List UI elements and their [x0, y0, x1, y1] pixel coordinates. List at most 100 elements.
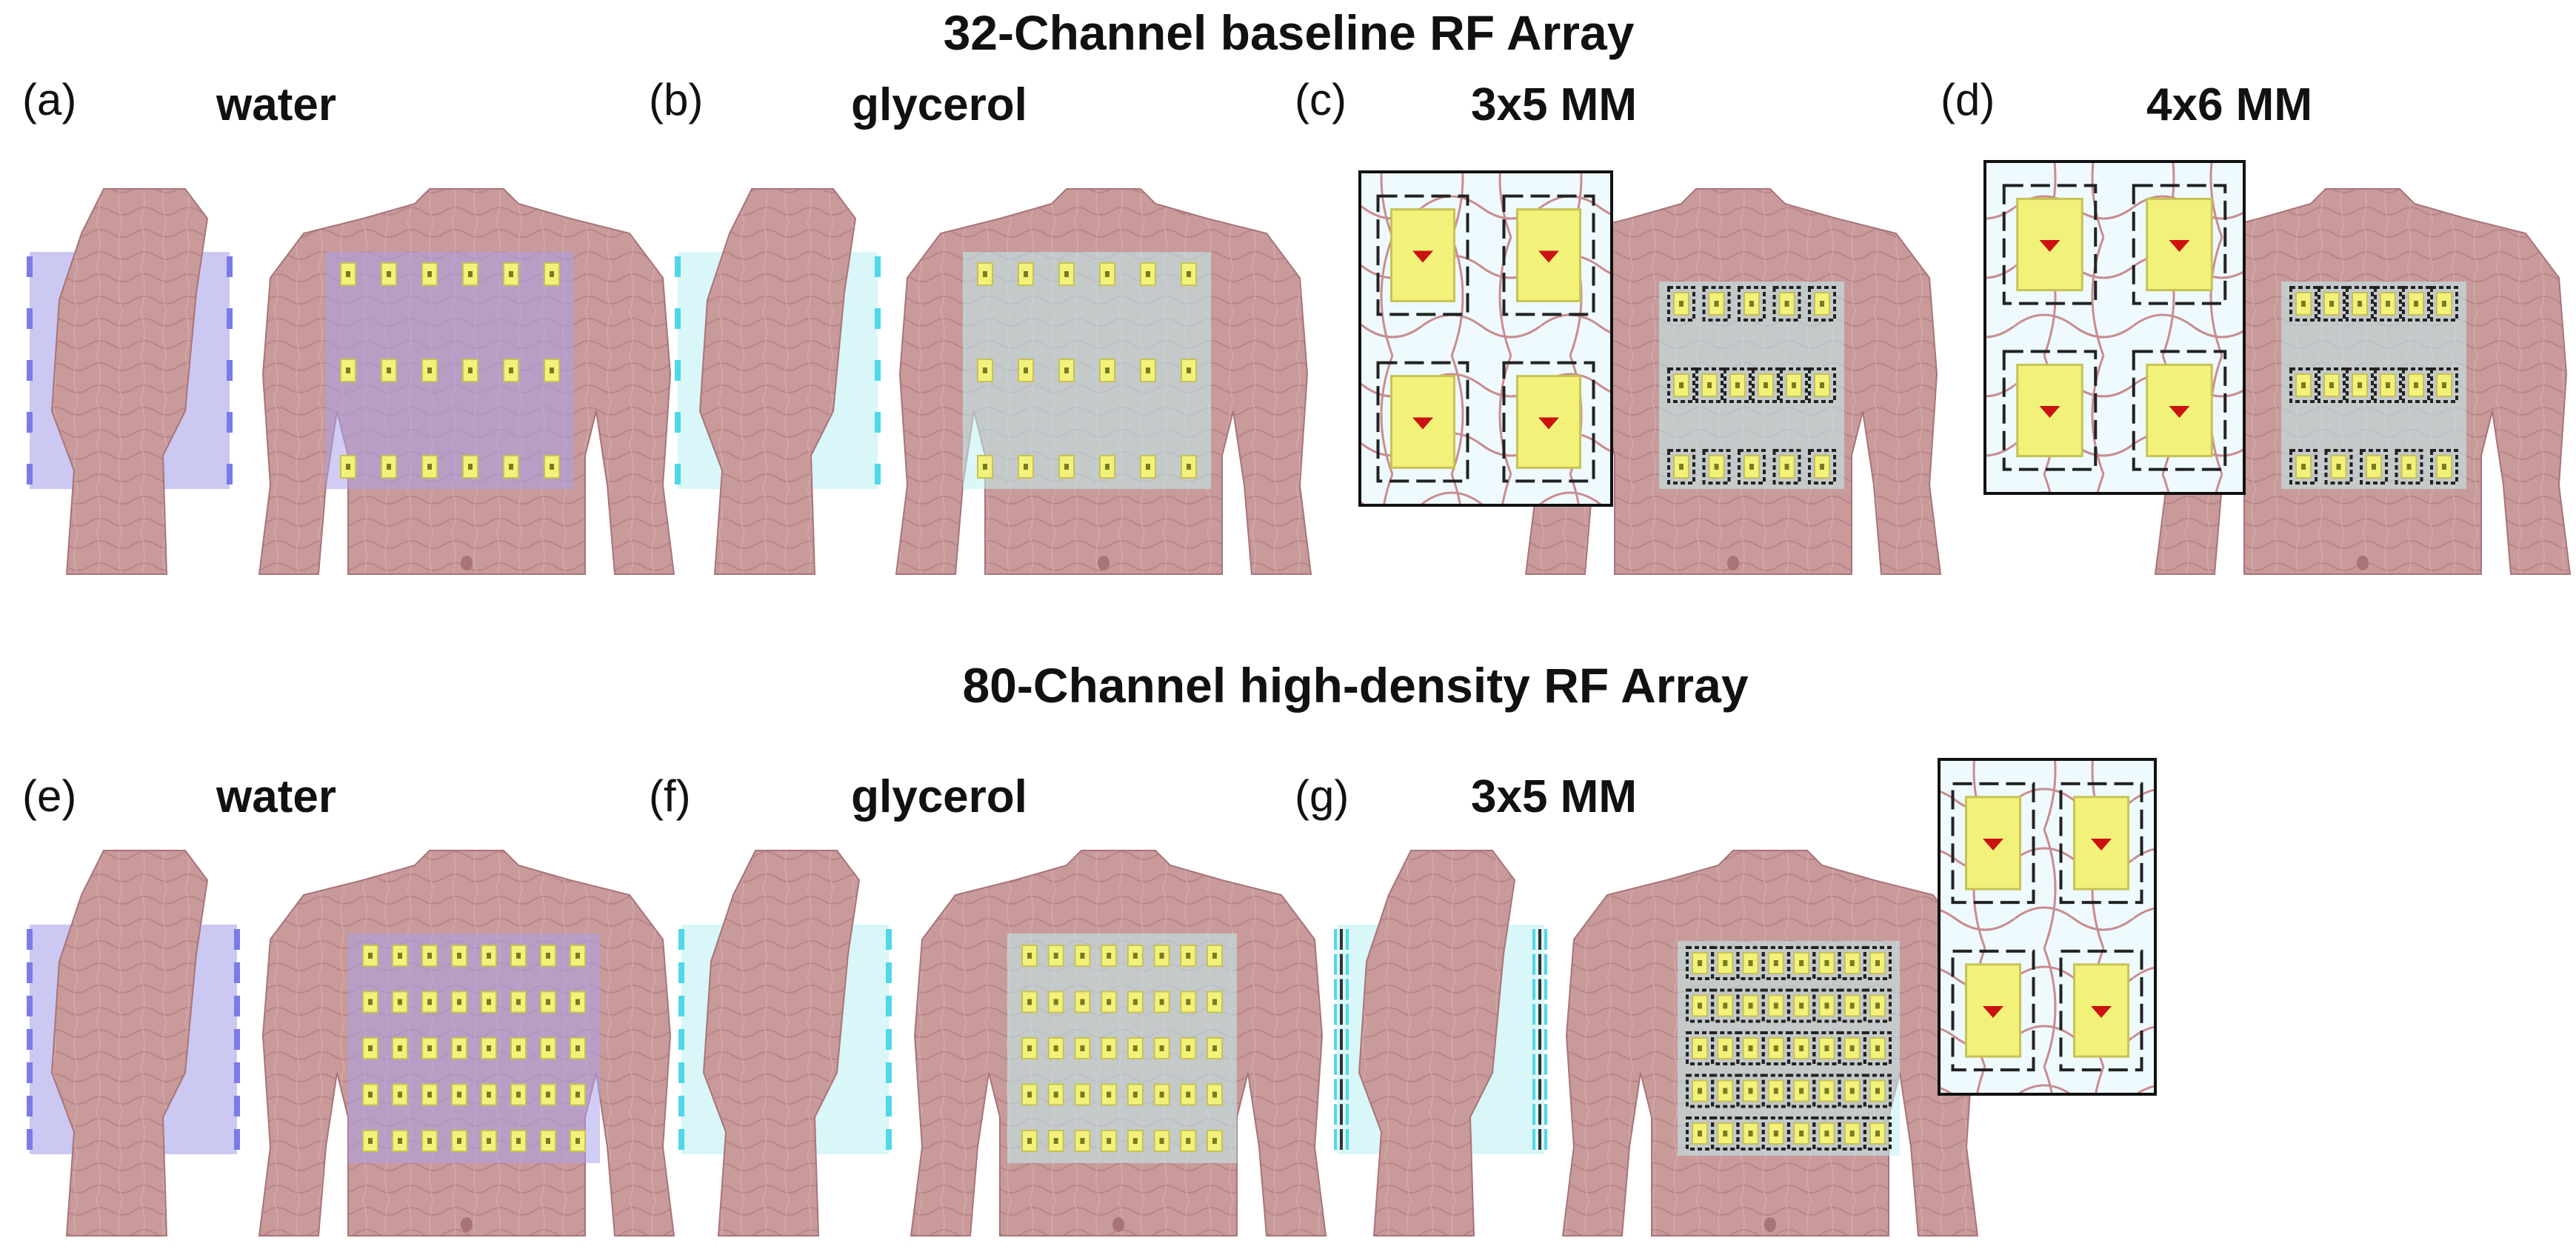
section-title-80ch: 80-Channel high-density RF Array [962, 658, 1749, 713]
front-array-e-pad [348, 933, 600, 1163]
front-array-e-coil-feed [487, 1045, 491, 1051]
side-array-f-element [678, 962, 684, 983]
front-array-a-pad [326, 252, 574, 489]
front-array-d-coil-feed [2442, 301, 2446, 307]
inset-c-ring [1502, 194, 1595, 316]
panel-label-c: (c) [1295, 75, 1347, 124]
panel-label-d: (d) [1941, 75, 1995, 124]
front-array-f-coil-feed [1159, 1138, 1164, 1144]
side-array-a-element [227, 360, 233, 381]
front-array-e-coil-feed [575, 953, 580, 959]
side-array-e-element [234, 1129, 240, 1150]
front-array-d-coil-feed [2358, 301, 2362, 307]
side-array-g-element [1532, 1029, 1535, 1050]
inset-d [1983, 160, 2246, 495]
front-array-g-coil-feed [1723, 1045, 1728, 1051]
side-array-g-element [1346, 979, 1349, 1000]
side-array-g-element [1544, 1079, 1547, 1100]
front-array-g-coil-feed [1698, 1002, 1702, 1009]
front-array-f-coil-feed [1107, 999, 1112, 1005]
front-array-d-coil-feed [2358, 382, 2362, 388]
front-array-c-coil-feed [1714, 464, 1719, 470]
front-array-d-coil-mm-ring [2430, 367, 2458, 403]
inset-c-marker [1412, 250, 1433, 263]
front-array-e-coil-feed [487, 953, 491, 959]
front-array-g-coil-feed [1875, 1002, 1880, 1009]
side-body-f [702, 850, 861, 1236]
front-array-e-coil-feed [546, 953, 550, 959]
front-array-c-coil-mm-ring [1702, 449, 1731, 485]
side-array-g-element [1334, 1079, 1337, 1100]
inset-c [1358, 170, 1613, 507]
side-array-b-element [875, 308, 881, 329]
front-array-d-coil-feed [2301, 301, 2306, 307]
front-array-b-coil-feed [1105, 271, 1110, 277]
front-array-d [2281, 282, 2466, 489]
panel-label-a: (a) [22, 75, 77, 124]
front-array-e-coil-feed [546, 999, 550, 1005]
inset-g-ring [2059, 782, 2143, 905]
front-array-a-coil-feed [509, 464, 513, 470]
side-array-a-element [227, 464, 233, 485]
front-array-c-coil-feed [1749, 301, 1754, 307]
front-array-a-coil-feed [387, 464, 391, 470]
side-array-b-element [875, 256, 881, 277]
front-array-b-coil-feed [1187, 367, 1191, 373]
front-array-g-coil-feed [1799, 1131, 1804, 1136]
inset-c-ring [1376, 194, 1469, 316]
side-array-g-element [1538, 1104, 1541, 1125]
front-array-f-coil-feed [1080, 999, 1085, 1005]
side-array-f-element [886, 929, 892, 950]
front-array-d-coil-mm-ring [2318, 367, 2346, 403]
side-array-e-element [234, 1029, 240, 1050]
front-array-d-coil-mm-ring [2360, 449, 2388, 485]
front-array-e-coil-feed [516, 1045, 521, 1051]
side-array-g-element [1538, 1029, 1541, 1050]
front-array-d-coil-mm-ring [2395, 449, 2423, 485]
front-array-f-pad [1007, 933, 1237, 1163]
front-array-f-coil-feed [1053, 1091, 1058, 1098]
side-array-g-element [1544, 1029, 1547, 1050]
front-array-g-coil-feed [1824, 1002, 1829, 1009]
front-array-f-coil-feed [1132, 1091, 1138, 1098]
front-array-d-coil-mm-ring [2346, 286, 2374, 322]
front-array-g-coil-feed [1849, 1131, 1855, 1136]
side-array-f-element [678, 1029, 684, 1050]
side-array-a-element [27, 308, 33, 329]
side-array-g-element [1340, 1129, 1343, 1150]
front-array-g-coil-feed [1849, 1045, 1855, 1051]
front-array-d-coil-feed [2386, 382, 2390, 388]
inset-g-ring [1951, 949, 2035, 1072]
front-array-d-coil-feed [2372, 464, 2376, 470]
side-array-g-element [1538, 1053, 1541, 1075]
front-array-d-coil-mm-ring [2430, 449, 2458, 485]
side-array-g-element [1340, 1004, 1343, 1025]
front-array-e-coil-feed [487, 999, 491, 1005]
front-array-a-coil-feed [427, 464, 432, 470]
side-array-e-element [27, 1096, 33, 1116]
side-array-b-element [675, 256, 681, 277]
front-array-g-coil-feed [1824, 1088, 1829, 1094]
front-array-a-coil-feed [346, 271, 350, 277]
front-array-b-coil-feed [1024, 464, 1028, 470]
panel-title-f: glycerol [851, 771, 1027, 822]
front-array-a-coil-feed [550, 271, 554, 277]
front-array-a-coil-feed [346, 367, 350, 373]
side-array-g-element [1346, 929, 1349, 950]
side-array-b-element [675, 308, 681, 329]
side-array-g-element [1334, 1129, 1337, 1150]
front-array-b-coil-feed [1146, 271, 1150, 277]
front-array-g-coil-feed [1748, 960, 1753, 966]
front-array-e-coil-feed [398, 999, 402, 1005]
front-array-g-coil-feed [1748, 1131, 1753, 1136]
side-array-e-element [234, 1096, 240, 1116]
front-array-f-coil-feed [1159, 999, 1164, 1005]
front-array-d-coil-mm-ring [2289, 449, 2318, 485]
front-array-a-coil-feed [427, 367, 432, 373]
front-array-c-coil-mm-ring [1808, 449, 1836, 485]
front-array-c-coil-feed [1707, 382, 1712, 388]
side-array-e-element [27, 929, 33, 950]
side-array-g-element [1334, 1029, 1337, 1050]
front-array-e-coil-feed [575, 999, 580, 1005]
front-array-g-coil-feed [1799, 960, 1804, 966]
